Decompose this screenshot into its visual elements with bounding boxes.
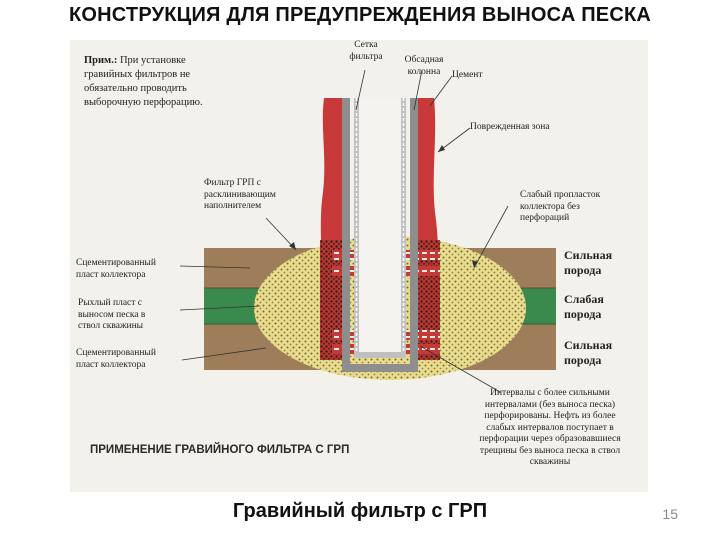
note-line: обязательно проводить bbox=[84, 83, 187, 94]
label-line: ствол скважины bbox=[78, 321, 144, 331]
slide-subtitle: Гравийный фильтр с ГРП bbox=[232, 500, 488, 522]
label-cement: Цемент bbox=[452, 70, 483, 80]
label-line: пласт коллектора bbox=[76, 269, 146, 280]
label-line: перфораций bbox=[520, 213, 570, 223]
label-weak-layer: Слабый пропласток коллектора без перфора… bbox=[520, 190, 600, 225]
label-line: перфорации через образовавшиеся bbox=[479, 434, 621, 444]
note-prefix: Прим.: bbox=[84, 55, 118, 66]
label-line: Слабый пропласток bbox=[520, 190, 601, 200]
rock-weak: Слабая порода bbox=[564, 292, 604, 322]
slide-title: КОНСТРУКЦИЯ ДЛЯ ПРЕДУПРЕЖДЕНИЯ ВЫНОСА ПЕ… bbox=[68, 4, 652, 26]
casing-string bbox=[342, 98, 418, 372]
label-line: пласт коллектора bbox=[76, 359, 146, 370]
label-line: интервалами (без выноса песка) bbox=[484, 399, 616, 410]
label-line: наполнителем bbox=[204, 201, 262, 211]
label-line: слабых интервалов поступает в bbox=[486, 422, 614, 433]
label-intervals: Интервалы с более сильными интервалами (… bbox=[460, 388, 640, 469]
label-line: Интервалы с более сильными bbox=[490, 388, 610, 398]
label-line: колонна bbox=[407, 66, 441, 77]
label-line: коллектора без bbox=[520, 201, 580, 212]
leader-arrowheads bbox=[289, 145, 478, 268]
rock-line: порода bbox=[564, 353, 602, 367]
rock-line: Слабая bbox=[564, 292, 604, 306]
label-line: скважины bbox=[529, 457, 571, 467]
label-line: перфорированы. Нефть из более bbox=[484, 411, 616, 421]
note-line: При установке bbox=[119, 55, 186, 66]
label-loose-layer: Рыхлый пласт с выносом песка в ствол скв… bbox=[78, 298, 145, 333]
label-damaged-zone: Поврежденная зона bbox=[470, 122, 550, 132]
figure-caption: ПРИМЕНЕНИЕ ГРАВИЙНОГО ФИЛЬТРА С ГРП bbox=[90, 444, 350, 456]
rock-strong-bottom: Сильная порода bbox=[564, 338, 612, 368]
note-line: выборочную перфорацию. bbox=[84, 97, 203, 108]
label-frac-filter: Фильтр ГРП с расклинивающим наполнителем bbox=[204, 178, 276, 213]
label-cemented-top: Сцементированный пласт коллектора bbox=[76, 258, 156, 281]
rock-line: Сильная bbox=[564, 338, 613, 352]
gravel-pack-frac-diagram: Прим.: При установке гравийных фильтров … bbox=[70, 40, 648, 492]
rock-line: порода bbox=[564, 263, 602, 277]
note-text: Прим.: При установке гравийных фильтров … bbox=[84, 54, 274, 110]
label-line: Фильтр ГРП с bbox=[204, 178, 261, 188]
page-number: 15 bbox=[662, 506, 678, 522]
label-line: расклинивающим bbox=[204, 189, 276, 200]
rock-line: Сильная bbox=[564, 248, 613, 262]
rock-strong-top: Сильная порода bbox=[564, 248, 612, 278]
label-line: Рыхлый пласт с bbox=[78, 298, 142, 308]
label-casing: Обсадная колонна bbox=[396, 55, 452, 78]
label-line: фильтра bbox=[349, 51, 383, 62]
label-screen: Сетка фильтра bbox=[342, 40, 390, 63]
label-line: Сцементированный bbox=[76, 258, 156, 268]
label-line: Сцементированный bbox=[76, 348, 156, 358]
label-line: Обсадная bbox=[404, 55, 444, 65]
label-cemented-bottom: Сцементированный пласт коллектора bbox=[76, 348, 156, 371]
note-line: гравийных фильтров не bbox=[84, 69, 191, 80]
rock-line: порода bbox=[564, 307, 602, 321]
label-line: выносом песка в bbox=[78, 309, 146, 320]
label-line: Сетка bbox=[354, 40, 378, 50]
wellbore-illustration bbox=[179, 69, 556, 393]
label-line: трещины без выноса песка в ствол bbox=[479, 445, 621, 456]
